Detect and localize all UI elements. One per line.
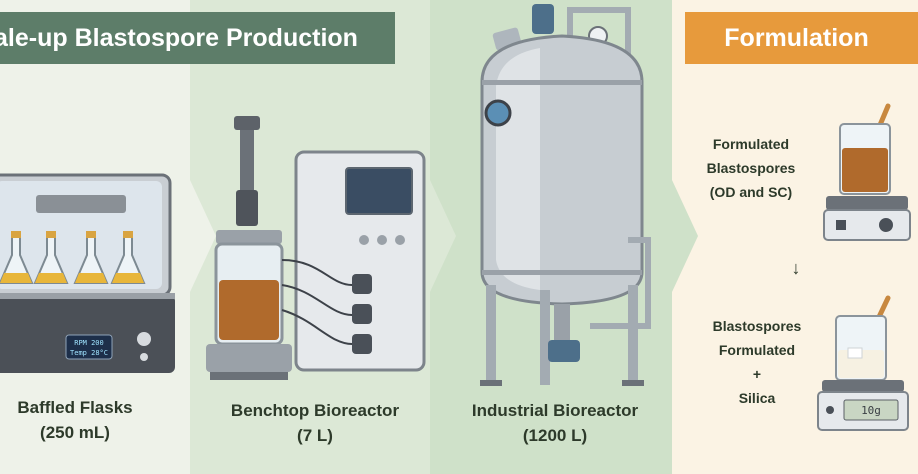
stage-benchtop-name: Benchtop Bioreactor (230, 401, 400, 420)
shaker-display-rpm: RPM 200 (74, 339, 104, 347)
formulation-step2-text: Blastospores Formulated + Silica (692, 314, 822, 410)
stage-label-benchtop: Benchtop Bioreactor (7 L) (200, 398, 430, 448)
stage-industrial-name: Industrial Bioreactor (471, 401, 639, 420)
stage-benchtop-volume: (7 L) (297, 426, 333, 445)
stage-label-industrial: Industrial Bioreactor (1200 L) (440, 398, 670, 448)
down-arrow-icon: ↓ (791, 258, 801, 278)
step1-line1: Formulated (712, 136, 790, 152)
chevron-arrow-2 (430, 180, 456, 292)
scale-display: 10g (861, 404, 881, 417)
stage-flasks-volume: (250 mL) (40, 423, 110, 442)
formulation-banner-title: Formulation (724, 23, 869, 52)
shaker-incubator-illustration: RPM 200 Temp 28°C (0, 173, 175, 373)
step1-line3: (OD and SC) (709, 184, 793, 200)
step1-line2: Blastospores (706, 160, 796, 176)
stage-flasks-name: Baffled Flasks (17, 398, 133, 417)
benchtop-bioreactor-illustration (206, 116, 426, 380)
chevron-arrow-1 (190, 180, 216, 292)
production-banner-title: ale-up Blastospore Production (0, 23, 358, 52)
step2-line2: Formulated (718, 342, 796, 358)
flask-group (0, 231, 146, 284)
step2-line1: Blastospores (712, 318, 802, 334)
step2-line3: + (752, 366, 762, 382)
step2-line4: Silica (738, 390, 776, 406)
stage-industrial-volume: (1200 L) (522, 426, 588, 445)
chevron-arrow-3 (672, 180, 698, 292)
production-banner: ale-up Blastospore Production (0, 12, 395, 64)
industrial-bioreactor-illustration (480, 4, 651, 386)
formulation-banner: Formulation (685, 12, 918, 64)
scale-beaker-silica-illustration: 10g (817, 295, 909, 431)
formulation-step1-text: Formulated Blastospores (OD and SC) (686, 132, 816, 204)
shaker-display-temp: Temp 28°C (70, 349, 108, 357)
stirrer-beaker-brown-illustration (823, 103, 911, 241)
stage-label-flasks: Baffled Flasks (250 mL) (0, 395, 160, 445)
